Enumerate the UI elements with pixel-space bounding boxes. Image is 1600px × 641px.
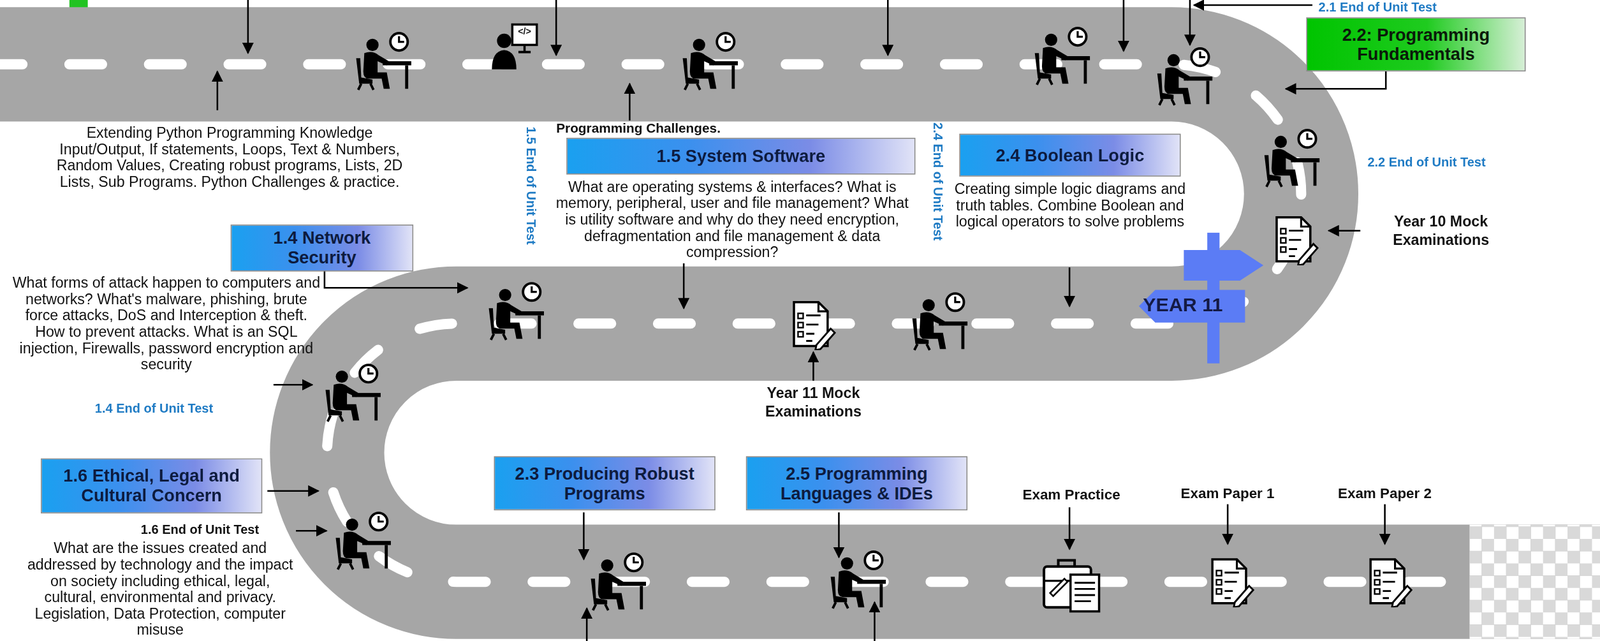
roadmap-label: Year 11 Mock Examinations [736,383,890,421]
topic-node: 2.4 Boolean LogicCreating simple logic d… [959,133,1181,177]
leader-arrow [586,608,588,641]
road-dashes [0,64,1460,582]
roadmap-label: 2.1 End of Unit Test [1318,0,1437,15]
person-icon [325,364,381,422]
leader-arrow [1122,0,1125,52]
paper-icon [1212,559,1254,608]
leader-arrow [1383,504,1386,544]
topic-node: 2.5 Programming Languages & IDEs [746,455,968,511]
topic-node: 1.6 Ethical, Legal and Cultural ConcernW… [40,458,263,514]
topic-heading: 1.6 Ethical, Legal and Cultural Concern [40,458,263,514]
leader-arrow [1285,71,1386,89]
leader-arrow [887,0,889,55]
roadmap-label: Exam Paper 2 [1337,484,1432,502]
topic-heading: 2.5 Programming Languages & IDEs [746,455,968,511]
roadmap-label: Programming Challenges. [556,120,721,136]
leader-arrow [1068,506,1071,550]
arrow-group [217,0,1386,641]
roadmap-label: 2.2 End of Unit Test [1367,154,1486,169]
leader-arrow [555,0,558,55]
leader-arrow [1193,4,1313,7]
roadmap-label: 1.5 End of Unit Test [523,126,538,245]
leader-arrow [582,512,585,560]
person-icon [335,512,391,570]
person-icon [1157,48,1213,106]
roadmap-label: 1.6 End of Unit Test [140,522,259,537]
road [0,64,1600,582]
person-icon [830,551,886,609]
person-icon [1034,28,1090,85]
paper-icon [1276,217,1318,266]
leader-arrow [873,601,876,641]
finish-checkers [1469,524,1600,639]
leader-arrow [1189,0,1192,45]
topic-description: Creating simple logic diagrams and truth… [953,180,1187,230]
topic-node: 2.2: Programming Fundamentals [1306,17,1526,72]
roadmap-label: Extending Python Programming Knowledge I… [53,124,406,190]
roadmap-label: </> [512,26,537,37]
person-icon [1264,130,1320,187]
roadmap-label: 2.4 End of Unit Test [930,122,945,241]
roadmap-label: 1.4 End of Unit Test [95,401,213,416]
leader-arrow [295,529,327,532]
leader-arrow [1068,267,1071,307]
topic-node: 2.3 Producing Robust Programs [494,455,716,511]
paper-icon [1370,559,1412,608]
topic-description: What are operating systems & interfaces?… [550,178,914,261]
topic-heading: 1.4 Network Security [230,224,414,272]
topic-heading: 2.4 Boolean Logic [959,133,1181,177]
leader-arrow [812,352,815,381]
topic-heading: 2.3 Producing Robust Programs [494,455,716,511]
roadmap-label: Exam Paper 1 [1181,484,1275,502]
topic-description: What forms of attack happen to computers… [10,274,323,373]
topic-node: 1.4 Network SecurityWhat forms of attack… [230,224,414,272]
roadmap-label: Year 10 Mock Examinations [1364,212,1518,250]
leader-arrow [216,71,219,111]
roadmap-label: Exam Practice [1022,485,1121,503]
leader-arrow [682,263,685,309]
topic-heading: 2.2: Programming Fundamentals [1306,17,1526,72]
signpost [1138,232,1264,364]
leader-arrow [267,489,319,492]
leader-arrow [1226,504,1229,544]
icon-group [325,24,1412,611]
roadmap-label: YEAR 11 [1142,293,1223,317]
person-icon [682,33,738,90]
person-icon [591,553,646,611]
leader-arrow [273,383,313,386]
leader-arrow [1328,229,1361,232]
person-icon [356,33,412,90]
person-icon [489,283,544,340]
person-icon [912,293,968,351]
leader-arrow [837,512,840,557]
brief-icon [1043,560,1099,612]
paper-icon [793,302,835,351]
topic-node: 1.5 System SoftwareWhat are operating sy… [566,137,916,175]
leader-arrow [247,0,250,53]
topic-description: What are the issues created and addresse… [23,540,298,639]
leader-arrow [628,83,631,121]
topic-heading: 1.5 System Software [566,137,916,175]
coder-icon [491,24,537,69]
